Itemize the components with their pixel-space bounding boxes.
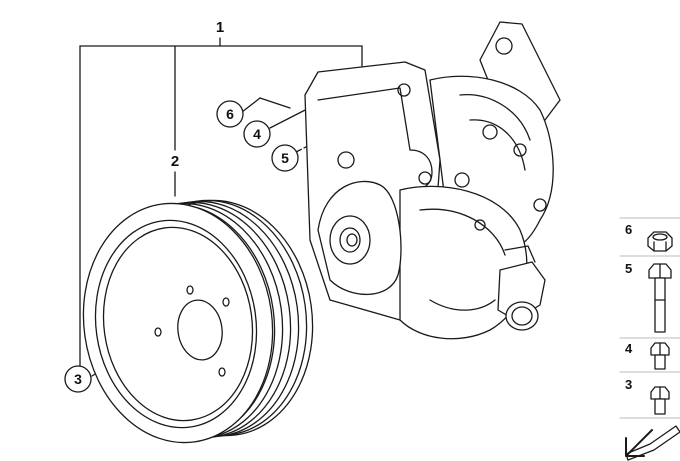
callout-pump-nut: 6: [216, 100, 244, 128]
callout-pulley-label: 2: [171, 153, 179, 170]
callout-pulley-bolt: 3: [64, 365, 92, 393]
steering-pump: [304, 21, 561, 340]
hex-nut-icon: [647, 231, 673, 252]
callout-pulley-bolt-label: 3: [74, 371, 82, 387]
legend-item-6: 6: [625, 222, 673, 252]
legend-item-3: 3: [625, 377, 670, 415]
legend-number: 4: [625, 341, 633, 356]
callout-pump-nut-label: 6: [226, 106, 234, 122]
callouts: 1 2 3 6 4 5: [64, 19, 299, 393]
callout-pump-bolt-short-label: 4: [253, 126, 261, 142]
callout-pump-bolt-short: 4: [243, 120, 271, 148]
legend-item-5: 5: [625, 261, 672, 333]
short-bolt-icon: [650, 386, 670, 415]
legend-number: 6: [625, 222, 632, 237]
short-bolt-icon: [650, 342, 670, 370]
callout-pump-bolt-long-label: 5: [281, 150, 289, 166]
parts-legend: 6 5 4: [619, 217, 680, 461]
legend-number: 3: [625, 377, 632, 392]
long-bolt-icon: [648, 263, 672, 333]
callout-assembly-label: 1: [216, 19, 224, 36]
legend-number: 5: [625, 261, 632, 276]
pulley: [82, 199, 314, 444]
legend-item-4: 4: [625, 341, 670, 370]
callout-pump-bolt-long: 5: [271, 144, 299, 172]
arrow-diagram-icon: [620, 420, 680, 461]
